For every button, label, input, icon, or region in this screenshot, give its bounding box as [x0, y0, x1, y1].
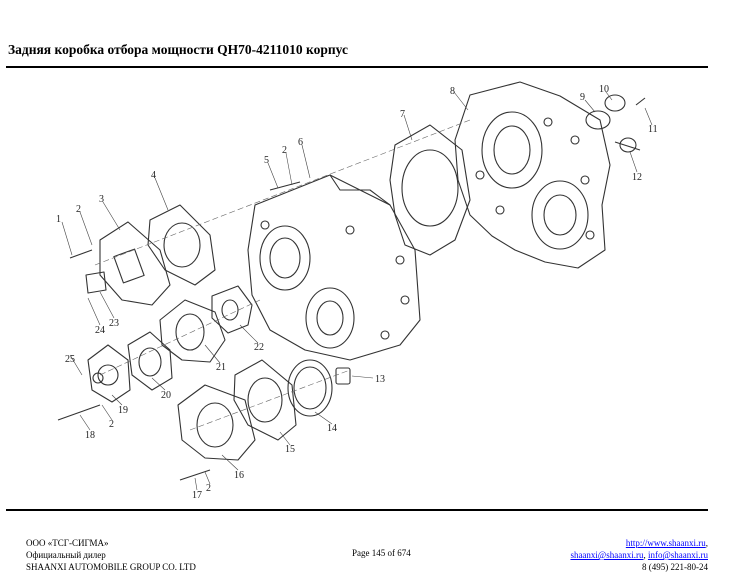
email-link-shaanxi[interactable]: shaanxi@shaanxi.ru [570, 550, 644, 560]
part-number: 12 [632, 172, 642, 183]
part-number: 1 [56, 214, 61, 225]
part-number: 21 [216, 362, 226, 373]
cover-3 [99, 221, 171, 306]
part-number: 14 [327, 423, 337, 434]
part-number: 2 [109, 419, 114, 430]
gasket-4 [147, 204, 216, 286]
part-number: 25 [65, 354, 75, 365]
part-number: 3 [99, 194, 104, 205]
part-number: 23 [109, 318, 119, 329]
part-number: 2 [282, 145, 287, 156]
part-number: 16 [234, 470, 244, 481]
page-title: Задняя коробка отбора мощности QH70-4211… [8, 42, 348, 57]
part-number: 9 [580, 92, 585, 103]
part-number: 17 [192, 490, 202, 501]
part-number: 5 [264, 155, 269, 166]
part-number: 10 [599, 84, 609, 95]
part-number: 18 [85, 430, 95, 441]
part-number: 22 [254, 342, 264, 353]
part-number: 8 [450, 86, 455, 97]
page-number: Page 145 of 674 [352, 548, 411, 558]
part-number: 24 [95, 325, 105, 336]
website-link[interactable]: http://www.shaanxi.ru [625, 538, 706, 548]
footer-left: ООО «ТСГ-СИГМА» Официальный дилер SHAANX… [26, 537, 196, 573]
part-number: 7 [400, 109, 405, 120]
flange-16 [177, 384, 256, 461]
part-number: 19 [118, 405, 128, 416]
gasket-7 [389, 124, 471, 256]
part-number: 6 [298, 137, 303, 148]
part-number: 20 [161, 390, 171, 401]
phone-number: 8 (495) 221-80-24 [642, 562, 708, 572]
part-number: 2 [76, 204, 81, 215]
part-number: 13 [375, 374, 385, 385]
part-number: 2 [206, 483, 211, 494]
company-name: ООО «ТСГ-СИГМА» [26, 538, 109, 548]
footer-rule [6, 509, 708, 511]
website-suffix: , [705, 538, 708, 548]
footer-right: http://www.shaanxi.ru, shaanxi@shaanxi.r… [570, 537, 708, 573]
part-number: 15 [285, 444, 295, 455]
email-link-info[interactable]: info@shaanxi.ru [647, 550, 708, 560]
header-rule [6, 66, 708, 68]
part-number: 11 [648, 124, 658, 135]
rear-housing-plate [454, 81, 611, 269]
group-name: SHAANXI AUTOMOBILE GROUP CO. LTD [26, 562, 196, 572]
main-housing [247, 174, 421, 361]
bearing-housing-21 [159, 299, 226, 363]
email-separator: , [643, 550, 648, 560]
dealer-label: Официальный дилер [26, 550, 106, 560]
part-number: 4 [151, 170, 156, 181]
exploded-parts-diagram: 1 2 3 4 5 2 6 7 8 9 10 11 12 13 14 15 16… [56, 81, 658, 501]
